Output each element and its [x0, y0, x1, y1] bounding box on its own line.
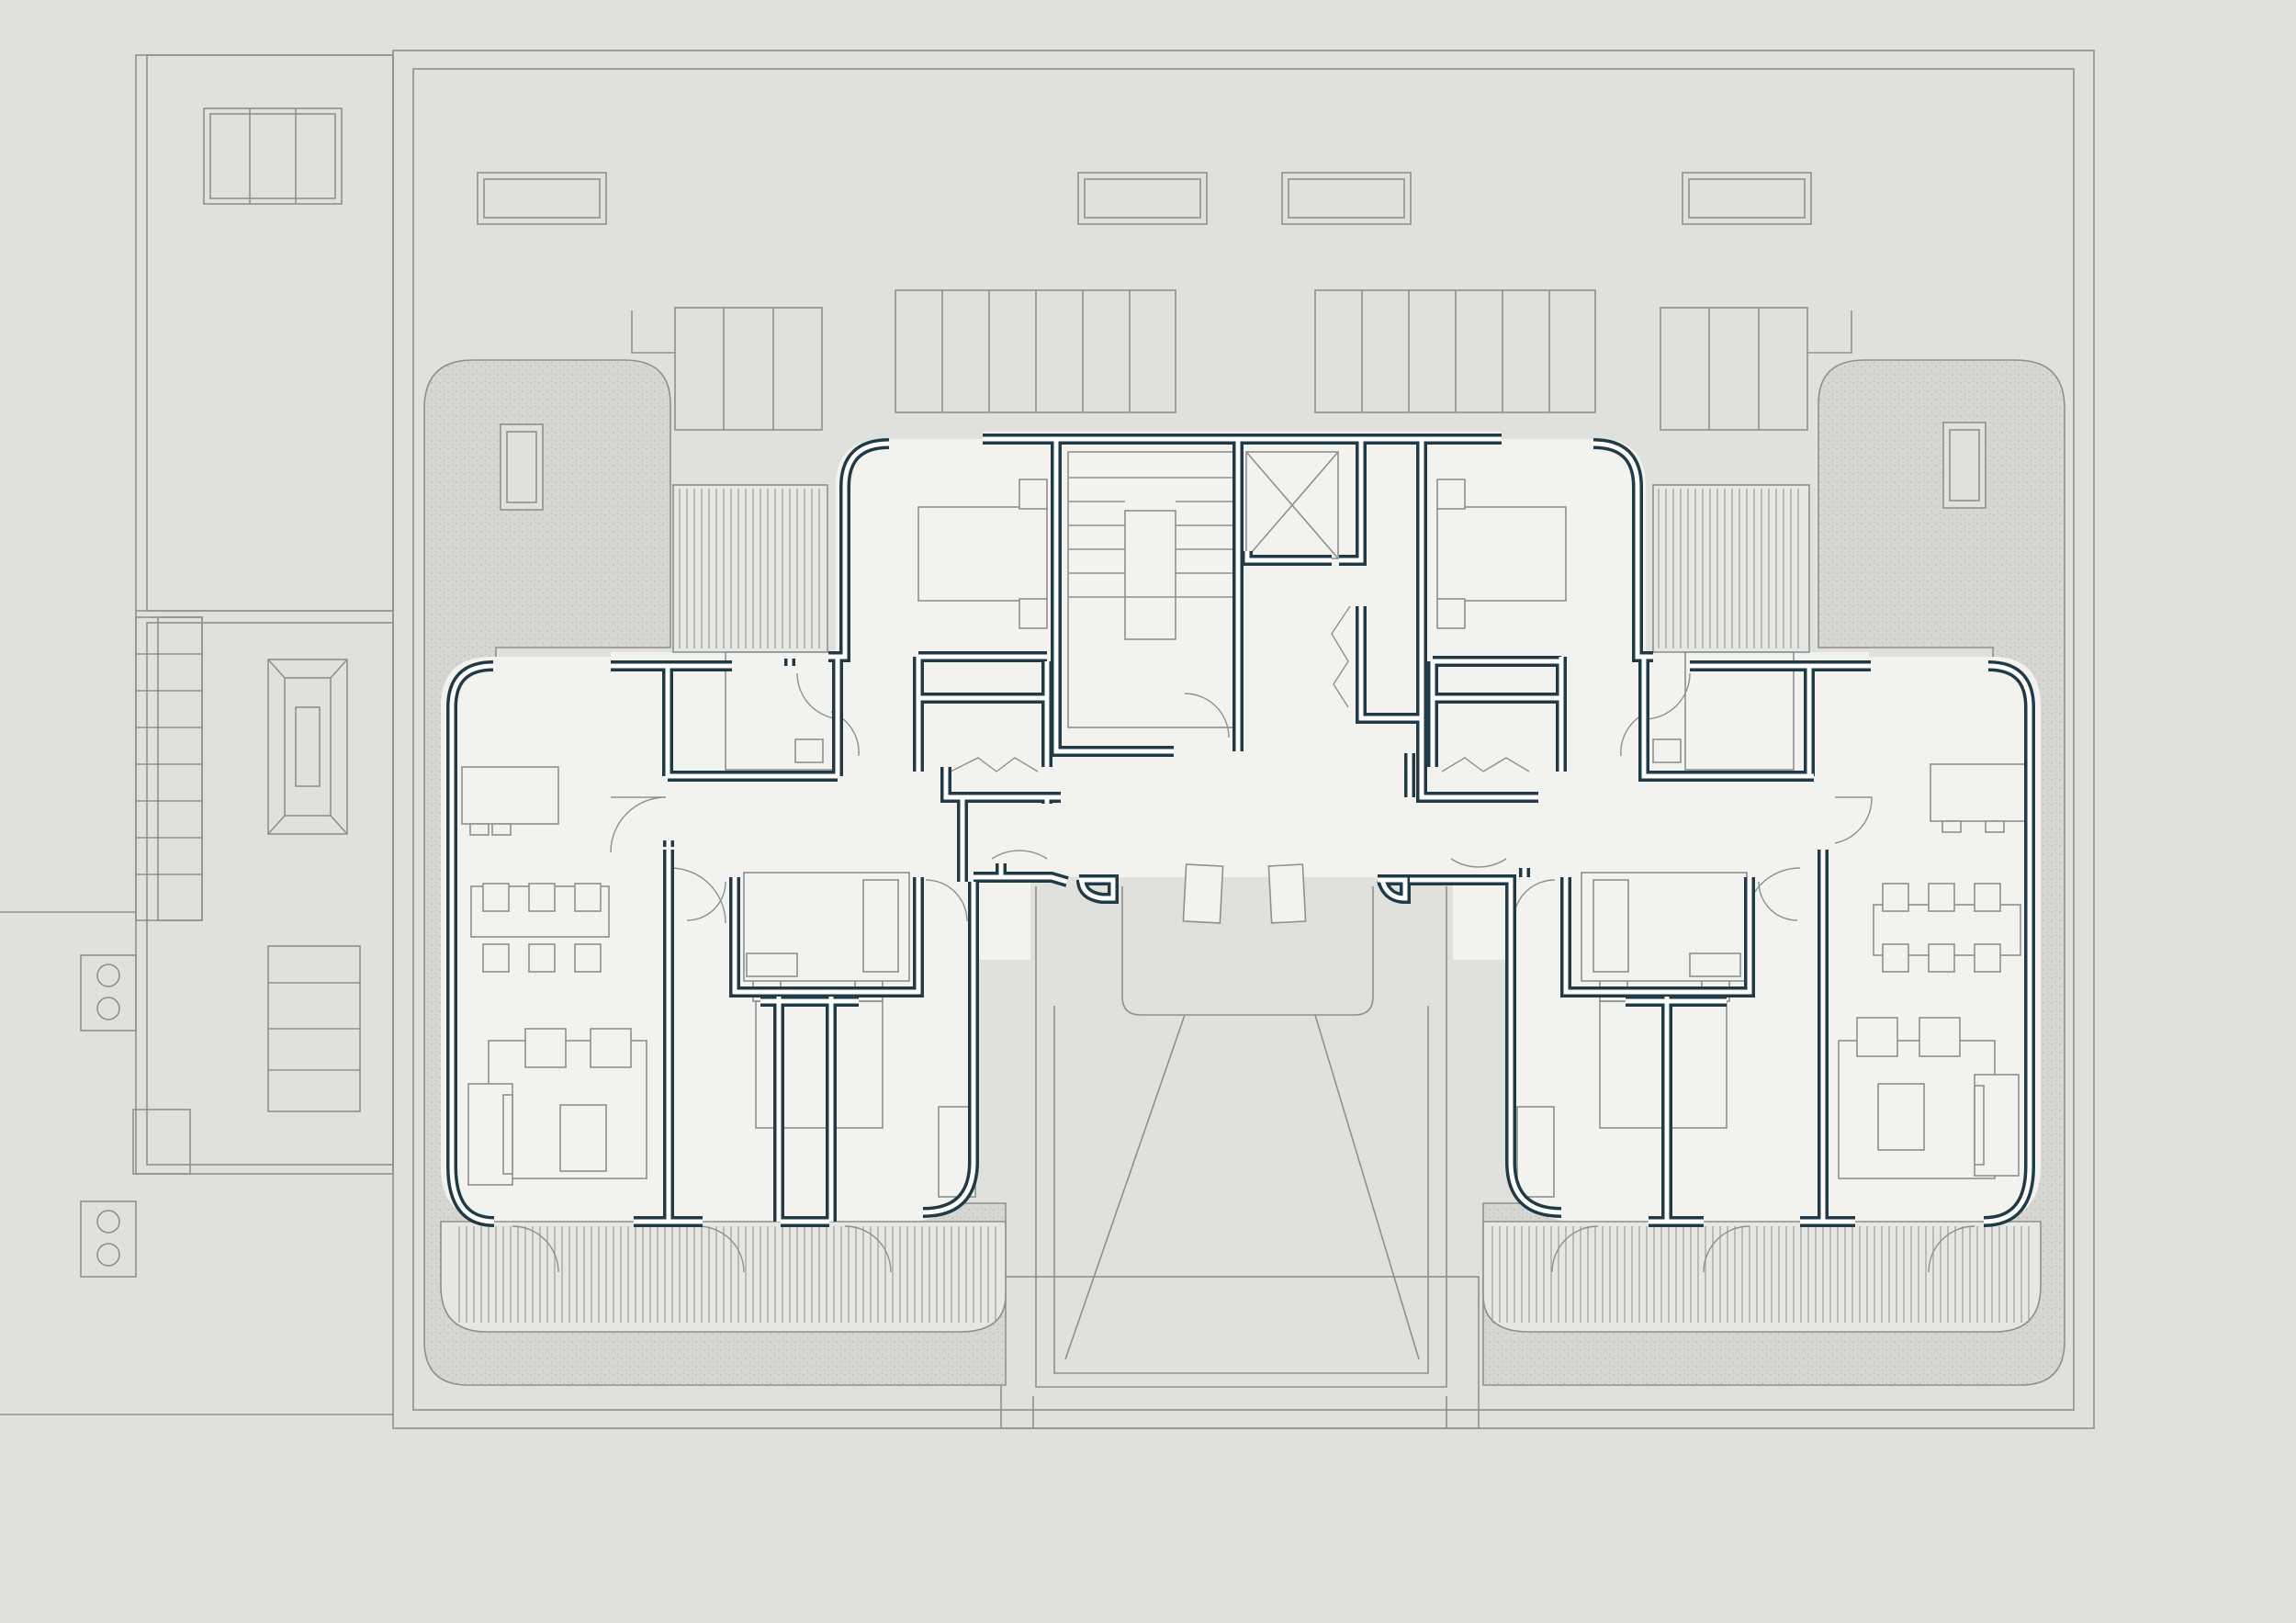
deck-north-right	[1652, 484, 1810, 653]
skylight-icon	[267, 945, 361, 1112]
neighbour-stair	[135, 616, 203, 921]
solar-panels-center-right	[1314, 289, 1596, 413]
wall-core	[449, 663, 495, 1224]
solar-panels-right	[1660, 307, 1808, 431]
wall-core	[922, 882, 976, 1215]
skylight-icon	[1682, 172, 1812, 225]
wall-core	[1419, 439, 1538, 800]
stair-icon	[1067, 451, 1244, 728]
courtyard	[1035, 863, 1447, 1388]
neighbour-building	[0, 54, 394, 1415]
skylight-icon	[1281, 172, 1412, 225]
wall-core	[1378, 877, 1408, 901]
wall-core	[1593, 441, 1653, 659]
skylight-icon	[203, 107, 343, 205]
deck-north-left	[672, 484, 828, 653]
elevator-icon	[1245, 451, 1339, 559]
walls	[446, 434, 2035, 1227]
wall-core	[943, 767, 1061, 800]
wall-core	[1563, 877, 1752, 995]
furniture-right-apartment	[1436, 479, 2028, 1198]
wall-core	[828, 441, 890, 659]
wall-core	[1410, 877, 1562, 1215]
terrace-left	[423, 359, 1007, 1386]
solar-panels-center-left	[895, 289, 1176, 413]
wall-core	[1641, 657, 1814, 779]
wall-core	[1983, 663, 2032, 1224]
wall-core	[1079, 877, 1116, 901]
solar-panels-left	[674, 307, 823, 431]
deck-right	[1482, 1221, 2042, 1333]
skylight-icon	[267, 659, 348, 835]
terrace-right	[1482, 359, 2065, 1386]
wall-core	[1244, 551, 1332, 563]
wall-core	[1339, 439, 1364, 563]
deck-left	[440, 1221, 1007, 1333]
skylight-icon	[1077, 172, 1208, 225]
skylight-icon	[477, 172, 607, 225]
roof-outline	[392, 50, 2095, 1429]
wall-core	[1358, 606, 1422, 721]
furniture-left-apartment	[461, 479, 1048, 1198]
